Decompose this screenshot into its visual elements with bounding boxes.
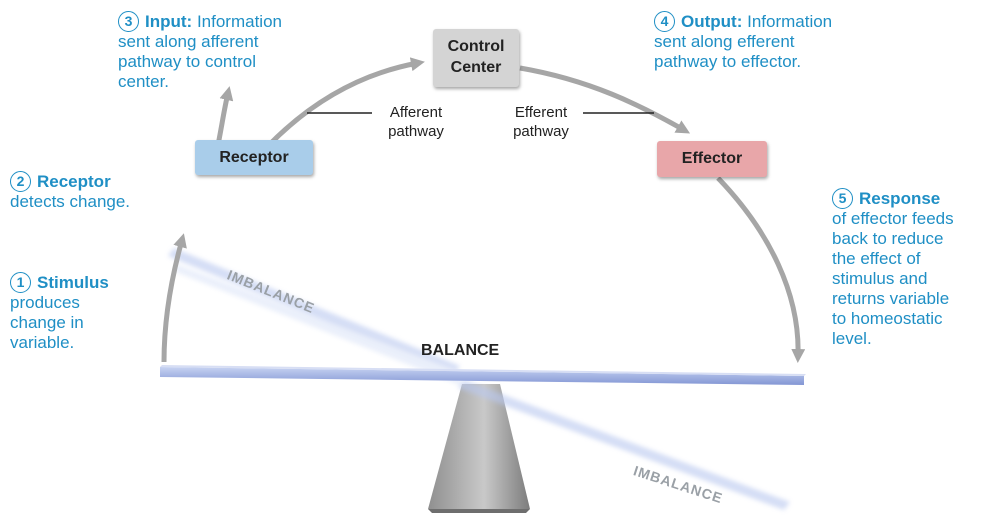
arrow-afferent [266, 57, 425, 148]
step-5-number: 5 [832, 188, 853, 209]
step-3-number: 3 [118, 11, 139, 32]
afferent-pathway-label: Afferent pathway [388, 104, 444, 140]
arrow-receptor-up [215, 86, 234, 146]
step-5-keyword: Response [859, 189, 941, 208]
step-2-number: 2 [10, 171, 31, 192]
imbalance-beam-sweep [176, 264, 462, 386]
imbalance-beam-rising [168, 248, 460, 374]
control-center-label-line1: Control [447, 38, 505, 55]
step-3-keyword: Input: [145, 12, 193, 31]
balance-label: BALANCE [421, 342, 500, 359]
step-4-number: 4 [654, 11, 675, 32]
balance-beam-top [160, 365, 806, 376]
step-1-number: 1 [10, 272, 31, 293]
effector-box: Effector [657, 141, 767, 177]
arrow-stimulus-to-receptor [161, 233, 187, 363]
effector-box-label: Effector [681, 150, 743, 167]
step-4-keyword: Output: [681, 12, 743, 31]
step-2-keyword: Receptor [37, 172, 111, 191]
fulcrum-base [428, 509, 530, 513]
balance-beam [160, 367, 804, 385]
arrow-response [716, 176, 806, 363]
fulcrum [428, 384, 530, 509]
step-1-keyword: Stimulus [37, 273, 109, 292]
receptor-box: Receptor [195, 140, 313, 175]
imbalance-beam-falling [458, 380, 790, 510]
control-center-box: Control Center [433, 29, 519, 87]
arrow-efferent [519, 65, 691, 134]
receptor-box-label: Receptor [219, 149, 289, 166]
efferent-pathway-label: Efferent pathway [513, 104, 569, 140]
control-center-label-line2: Center [450, 59, 502, 76]
